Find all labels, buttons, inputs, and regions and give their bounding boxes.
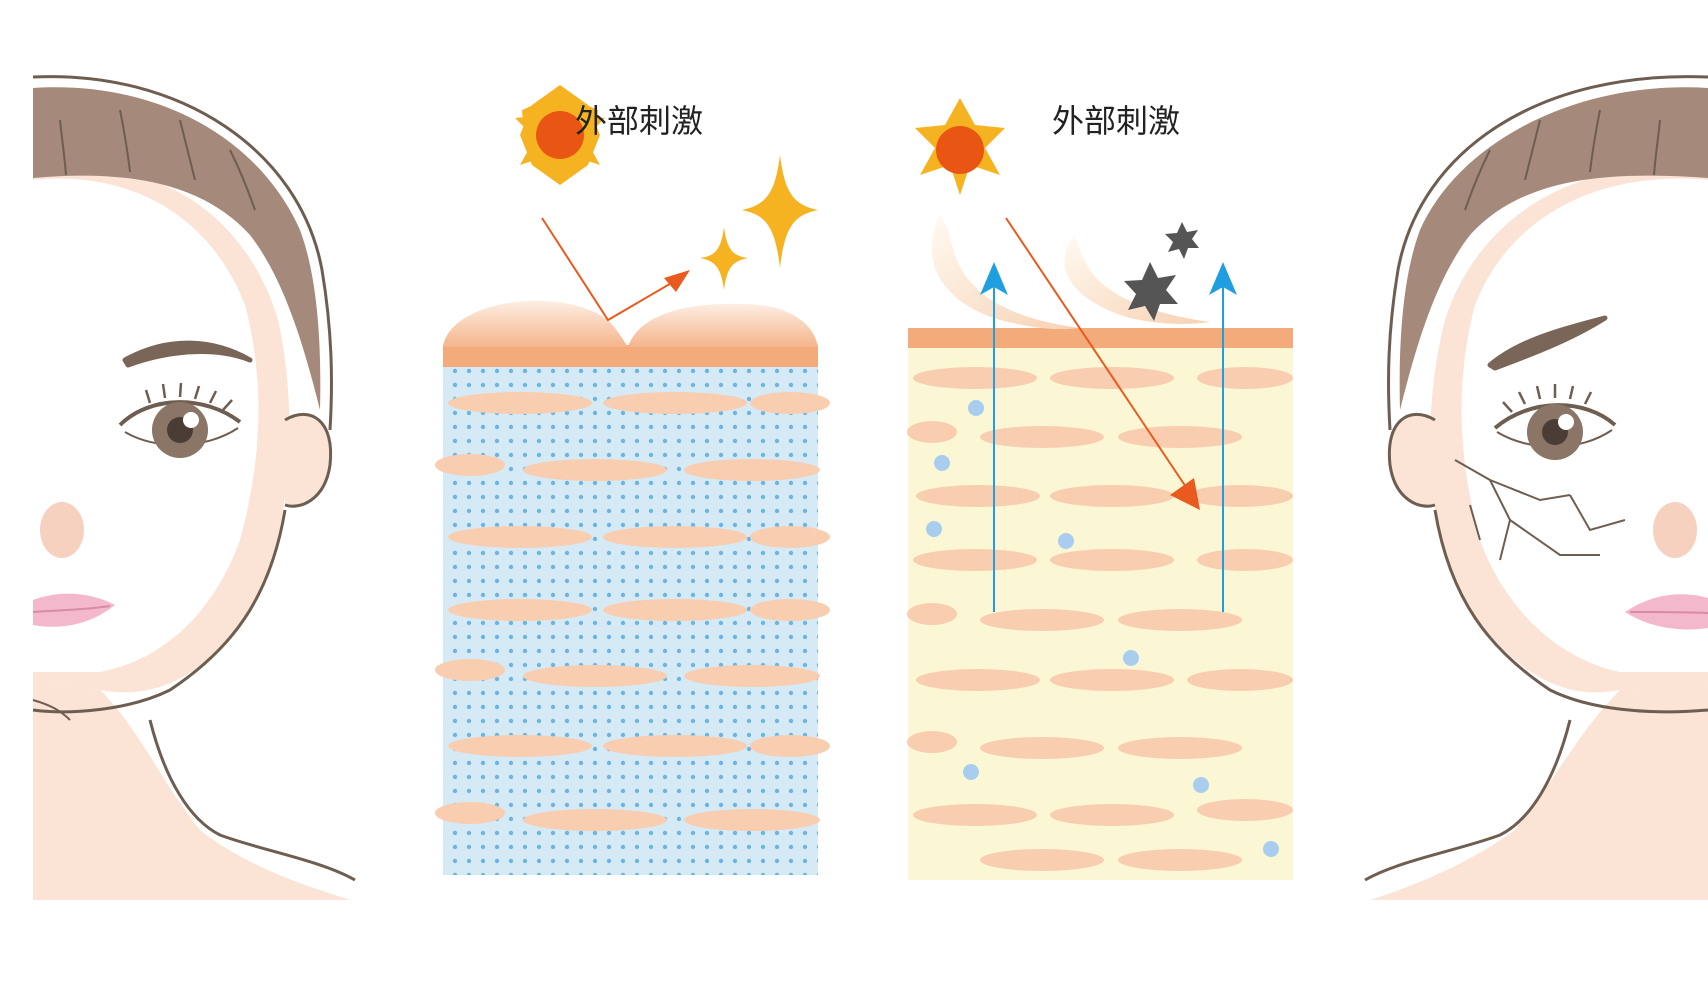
right-neck xyxy=(1370,685,1708,900)
right-neck-line xyxy=(1364,719,1572,882)
right-hair-strand-2 xyxy=(1589,109,1601,173)
right-face-damaged xyxy=(1364,75,1708,900)
stimulus-label-left: 外部刺激 xyxy=(575,102,704,140)
moisture-loss-arrow-right-head xyxy=(1209,262,1237,295)
right-face-white xyxy=(1461,178,1708,672)
sun-left-core xyxy=(536,111,584,159)
healthy-surface-layer xyxy=(443,345,818,367)
left-lips-line xyxy=(32,605,111,613)
damaged-skin-panel xyxy=(907,215,1293,880)
left-hair-strand-4 xyxy=(229,149,256,211)
healthy-cell-rows xyxy=(435,392,830,831)
right-lips-line xyxy=(1629,611,1708,614)
left-hair-strand-3 xyxy=(179,119,196,181)
sun-right-icon xyxy=(915,98,1005,195)
sun-right-core xyxy=(936,126,984,174)
penetrating-stimulus-arrow xyxy=(1005,217,1189,491)
healthy-surface-mound-1 xyxy=(443,300,628,347)
penetrating-arrow-head xyxy=(1170,478,1200,510)
right-hair-strand-3 xyxy=(1524,119,1541,181)
damaged-flake-2 xyxy=(1064,235,1210,324)
left-eye-highlight xyxy=(183,412,199,428)
right-jawline xyxy=(1433,509,1708,714)
damaged-moisture-droplets xyxy=(926,400,1279,857)
healthy-skin-panel xyxy=(435,300,830,875)
left-nose xyxy=(40,502,84,558)
damaged-cell-rows xyxy=(907,367,1293,871)
right-eyebrow xyxy=(1487,315,1608,371)
right-hair xyxy=(1399,87,1708,410)
left-hair-strand-1 xyxy=(59,119,67,176)
right-nose xyxy=(1653,502,1697,558)
left-neck xyxy=(33,685,350,900)
right-hair-strand-4 xyxy=(1464,149,1491,211)
left-hair-strand-2 xyxy=(119,109,131,173)
left-face-white xyxy=(33,178,259,672)
left-hair xyxy=(33,87,321,410)
left-jawline xyxy=(32,509,287,714)
left-ear xyxy=(284,412,333,508)
stimulus-label-right: 外部刺激 xyxy=(1052,102,1181,140)
right-hair-strand-1 xyxy=(1653,119,1661,176)
left-hair-outline xyxy=(32,75,333,431)
right-ear xyxy=(1387,412,1436,508)
left-chin-line xyxy=(32,699,71,721)
sparkle-large-icon xyxy=(742,155,818,268)
left-neck-line xyxy=(148,719,356,882)
left-eyebrow xyxy=(122,340,253,368)
left-face-healthy xyxy=(32,75,356,900)
right-hair-outline xyxy=(1387,75,1708,431)
sparkle-small-icon xyxy=(700,227,748,290)
right-eyelashes xyxy=(1502,384,1593,413)
dark-star-large-icon xyxy=(1124,262,1178,321)
reflected-arrow-head xyxy=(664,270,690,292)
damaged-surface-layer xyxy=(908,328,1293,348)
healthy-surface-mound-2 xyxy=(628,303,818,347)
damaged-flake-1 xyxy=(931,215,1080,330)
sun-left-icon xyxy=(515,85,605,185)
moisture-loss-arrow-left-head xyxy=(980,262,1008,295)
dark-star-small-icon xyxy=(1165,222,1199,259)
skin-cracks xyxy=(1454,459,1626,561)
left-eyelashes xyxy=(144,382,233,411)
reflected-stimulus-arrow xyxy=(541,217,681,322)
right-eye-highlight xyxy=(1558,414,1574,430)
